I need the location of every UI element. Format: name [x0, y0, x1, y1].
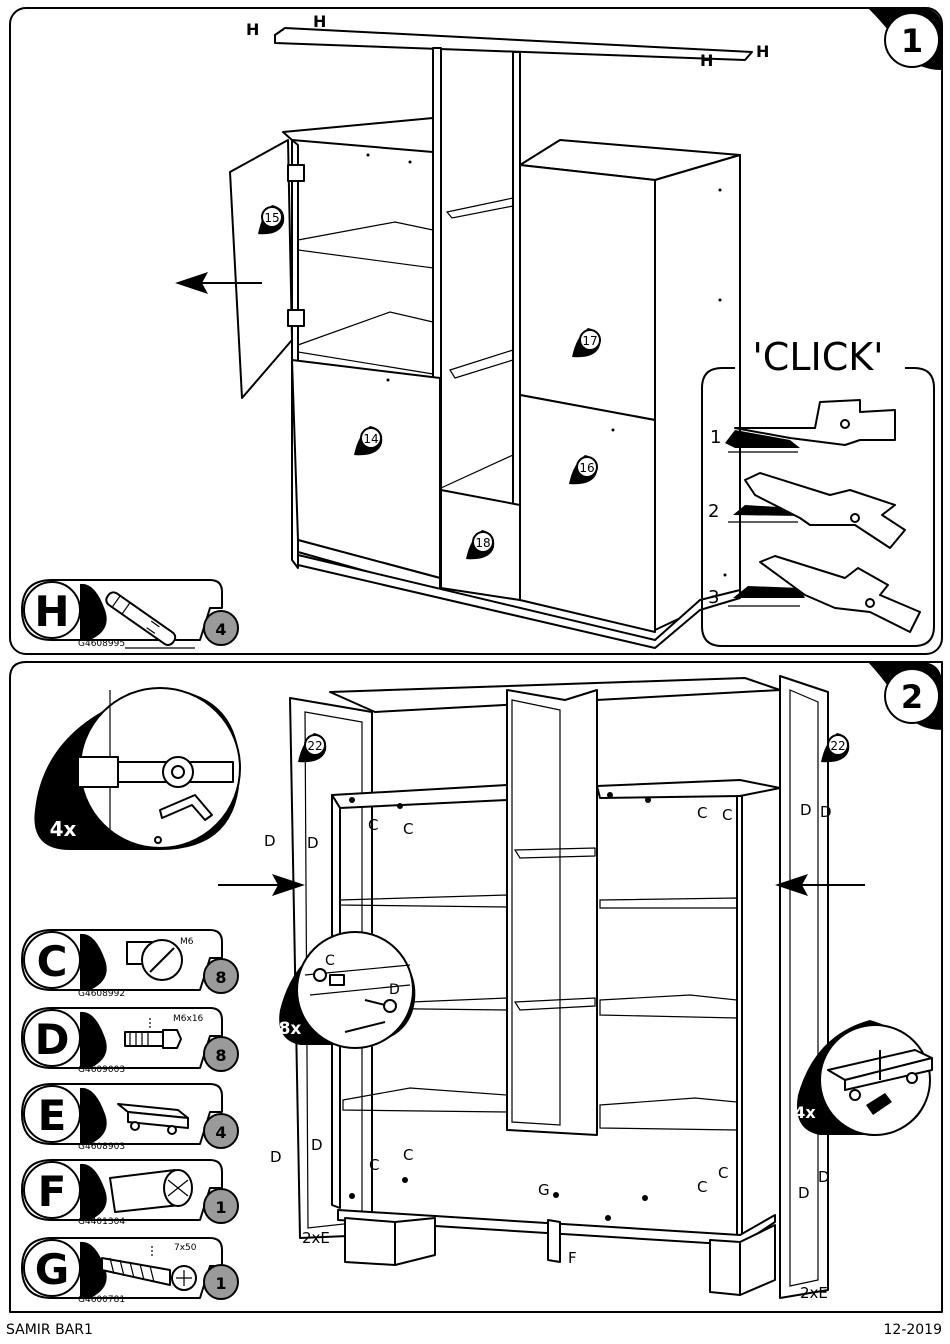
fitting-c: C M6 G4608992 8	[22, 930, 238, 999]
label-d: D	[820, 803, 832, 821]
fitting-g: G 7x50 G4600781 1	[22, 1238, 238, 1305]
step-1-panel: 1	[10, 8, 942, 654]
fitting-code: G4609003	[78, 1065, 125, 1075]
click-step-number: 3	[708, 587, 719, 608]
svg-text:17: 17	[582, 334, 597, 348]
label-c: C	[369, 1156, 379, 1174]
fitting-quantity: 1	[215, 1274, 226, 1293]
label-d: D	[311, 1136, 323, 1154]
fitting-letter: G	[35, 1245, 69, 1294]
fitting-code: G4401304	[78, 1217, 125, 1227]
fitting-letter: F	[38, 1167, 67, 1216]
label-d: D	[264, 832, 276, 850]
step-1-number: 1	[901, 22, 923, 60]
detail-qty: 4x	[794, 1103, 816, 1122]
hardware-label-h: H	[756, 42, 769, 61]
fitting-d: D M6x16 G4609003 8	[22, 1008, 238, 1075]
fitting-quantity: 1	[215, 1198, 226, 1217]
fitting-code: G4608995	[78, 639, 125, 649]
label-2xe: 2xE	[302, 1229, 330, 1247]
label-c: C	[403, 820, 413, 838]
label-d: D	[800, 801, 812, 819]
click-step-number: 1	[710, 427, 721, 448]
label-c: C	[697, 804, 707, 822]
fitting-e: E G4608903 4	[22, 1084, 238, 1152]
hardware-label-h: H	[700, 51, 713, 70]
detail-qty: 4x	[50, 817, 77, 841]
fitting-quantity: 4	[215, 1123, 226, 1142]
label-d: D	[307, 834, 319, 852]
fitting-quantity: 4	[215, 620, 226, 639]
fitting-spec: M6x16	[173, 1014, 204, 1024]
detail-qty: 8x	[279, 1019, 302, 1039]
fitting-code: G4608992	[78, 989, 125, 999]
fitting-letter: E	[38, 1091, 67, 1140]
svg-text:15: 15	[264, 211, 279, 225]
fitting-spec: M6	[180, 937, 194, 947]
click-title: 'CLICK'	[752, 335, 883, 379]
label-c: C	[718, 1164, 728, 1182]
fitting-code: G4608903	[78, 1142, 125, 1152]
svg-text:14: 14	[363, 432, 378, 446]
label-c: C	[403, 1146, 413, 1164]
step-2-panel: 2	[10, 662, 942, 1312]
fitting-quantity: 8	[215, 1046, 226, 1065]
fitting-code: G4600781	[78, 1295, 125, 1305]
fitting-letter: D	[35, 1015, 70, 1064]
label-g: G	[538, 1181, 550, 1199]
svg-text:18: 18	[475, 536, 490, 550]
svg-text:16: 16	[579, 461, 594, 475]
document-date: 12-2019	[884, 1322, 943, 1338]
label-2xe: 2xE	[800, 1284, 828, 1302]
label-f: F	[568, 1249, 577, 1267]
fitting-letter: C	[37, 937, 68, 986]
label-c: C	[722, 806, 732, 824]
product-name: SAMIR BAR1	[6, 1322, 93, 1338]
step-2-number: 2	[901, 678, 923, 716]
hardware-label-h: H	[313, 12, 326, 31]
hardware-label-h: H	[246, 20, 259, 39]
label-d: D	[798, 1184, 810, 1202]
svg-text:22: 22	[830, 739, 845, 753]
detail-label-d: D	[389, 982, 400, 998]
fitting-spec: 7x50	[174, 1243, 197, 1253]
label-c: C	[368, 816, 378, 834]
fitting-quantity: 8	[215, 968, 226, 987]
detail-label-c: C	[325, 953, 335, 969]
fitting-f: F G4401304 1	[22, 1160, 238, 1227]
svg-text:22: 22	[307, 739, 322, 753]
fitting-letter: H	[34, 587, 69, 636]
click-step-number: 2	[708, 501, 719, 522]
cabinet-drawing-1	[175, 28, 752, 648]
label-d: D	[270, 1148, 282, 1166]
label-c: C	[697, 1178, 707, 1196]
fitting-h: H G4608995 4	[22, 580, 238, 649]
fittings-list: C M6 G4608992 8 D M6x16	[22, 930, 238, 1305]
label-d: D	[818, 1168, 830, 1186]
detail-cam-lock: 4x	[34, 688, 240, 850]
